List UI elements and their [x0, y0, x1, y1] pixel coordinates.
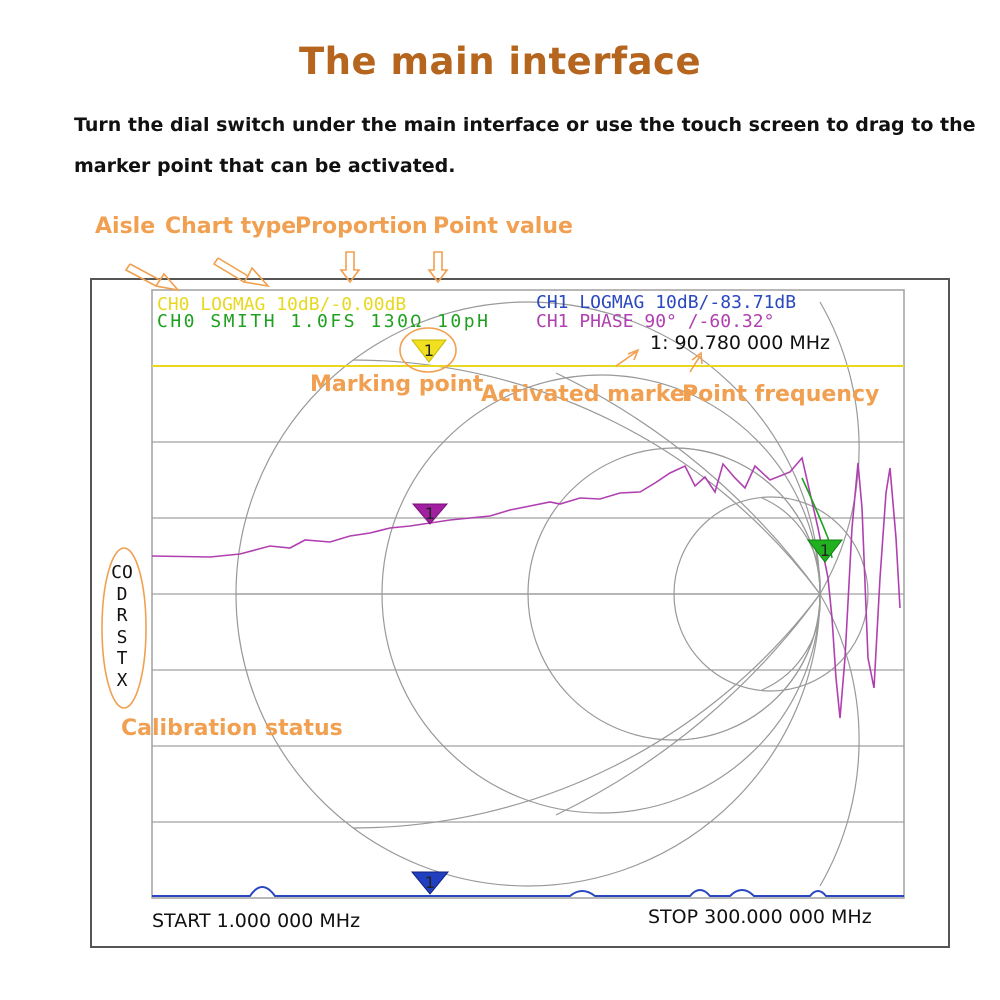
annotation-marking-point: Marking point	[310, 372, 484, 397]
calibration-d: D	[116, 583, 128, 605]
marker-ch1-phase[interactable]: 1	[411, 503, 449, 525]
arrow-aisle	[129, 263, 181, 292]
arrow-point-frequency	[689, 351, 703, 373]
annotation-aisle: Aisle	[95, 214, 156, 239]
ch0-smith-label: CH0 SMITH 1.0FS 130Ω 10pH	[157, 311, 491, 332]
arrow-chart-type	[217, 257, 271, 288]
highlight-calibration-status	[101, 547, 147, 709]
stop-frequency: STOP 300.000 000 MHz	[648, 906, 872, 928]
description-line-1: Turn the dial switch under the main inte…	[74, 114, 976, 136]
annotation-point-value: Point value	[433, 214, 573, 239]
vna-plot[interactable]: 1 1 1 1	[90, 278, 950, 948]
calibration-co: CO	[111, 562, 133, 583]
annotation-arrows	[124, 251, 703, 373]
annotation-calibration-status: Calibration status	[121, 716, 343, 741]
calibration-status: CO D R S T X	[104, 562, 140, 691]
calibration-x: X	[116, 669, 128, 691]
ch0-logmag-label: CH0 LOGMAG 10dB/-0.00dB	[157, 294, 407, 315]
annotation-chart-type: Chart type	[165, 214, 297, 239]
svg-text:1: 1	[425, 504, 435, 523]
page-title: The main interface	[298, 40, 702, 83]
svg-text:1: 1	[424, 341, 434, 360]
arrow-proportion	[339, 251, 361, 284]
annotation-activated-marker: Activated marker	[481, 382, 696, 407]
calibration-r: R	[116, 605, 128, 626]
arrow-point-value	[427, 251, 449, 284]
description-line-2: marker point that can be activated.	[74, 155, 456, 177]
ch0-smith-trace	[801, 477, 833, 559]
marker-frequency-readout: 1: 90.780 000 MHz	[650, 332, 831, 354]
arrow-activated-marker	[615, 348, 640, 367]
svg-text:1: 1	[425, 873, 435, 892]
marker-ch1-logmag[interactable]: 1	[410, 871, 450, 895]
ch1-logmag-trace	[152, 886, 904, 897]
marker-ch0-smith[interactable]: 1	[806, 539, 844, 563]
start-frequency: START 1.000 000 MHz	[152, 910, 361, 932]
calibration-t: T	[116, 648, 128, 669]
annotation-point-frequency: Point frequency	[682, 382, 880, 407]
ch1-logmag-label: CH1 LOGMAG 10dB/-83.71dB	[536, 292, 797, 313]
annotation-proportion: Proportion	[295, 214, 428, 239]
ch1-phase-trace	[151, 456, 901, 719]
marker-ch0-logmag[interactable]: 1	[410, 339, 448, 363]
calibration-s: S	[116, 626, 128, 648]
ch1-phase-label: CH1 PHASE 90° /-60.32°	[536, 311, 775, 332]
vna-screen[interactable]: 1 1 1 1	[90, 278, 950, 948]
svg-text:1: 1	[820, 541, 830, 560]
highlight-marking-point	[399, 327, 457, 373]
